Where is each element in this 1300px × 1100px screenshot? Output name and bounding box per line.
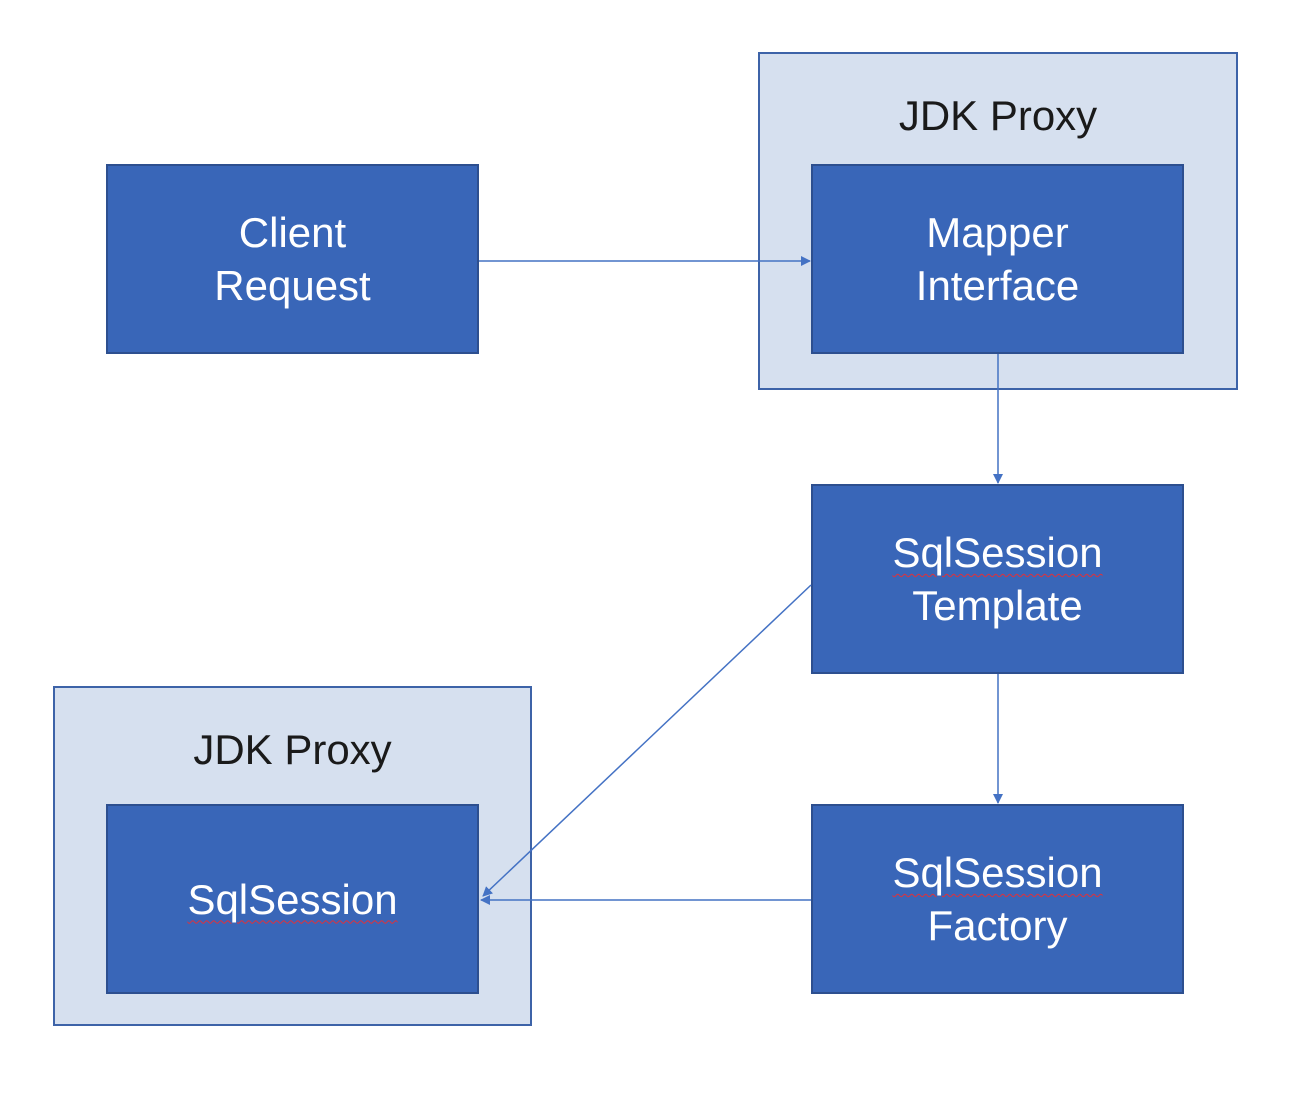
client-request-line1: Client <box>238 209 347 256</box>
mapper-interface-line2: Interface <box>915 262 1080 309</box>
mapper-interface-line1: Mapper <box>926 209 1069 256</box>
sqlsession-template-line1: SqlSession <box>892 529 1103 576</box>
mapper-interface-node: Mapper Interface <box>811 164 1184 354</box>
sqlsession-factory-line2: Factory <box>927 902 1068 949</box>
sqlsession-factory-line1: SqlSession <box>892 849 1103 896</box>
sqlsession-line1: SqlSession <box>187 875 398 923</box>
jdk-proxy-title-bottom: JDK Proxy <box>193 726 392 773</box>
sqlsession-factory-node: SqlSession Factory <box>811 804 1184 994</box>
sqlsession-template-line2: Template <box>912 582 1083 629</box>
sqlsession-template-node: SqlSession Template <box>811 484 1184 674</box>
arrow-template-to-sqlsession <box>482 584 812 897</box>
client-request-line2: Request <box>214 262 371 309</box>
sqlsession-node: SqlSession <box>106 804 479 994</box>
client-request-node: Client Request <box>106 164 479 354</box>
jdk-proxy-title-top: JDK Proxy <box>898 92 1098 139</box>
